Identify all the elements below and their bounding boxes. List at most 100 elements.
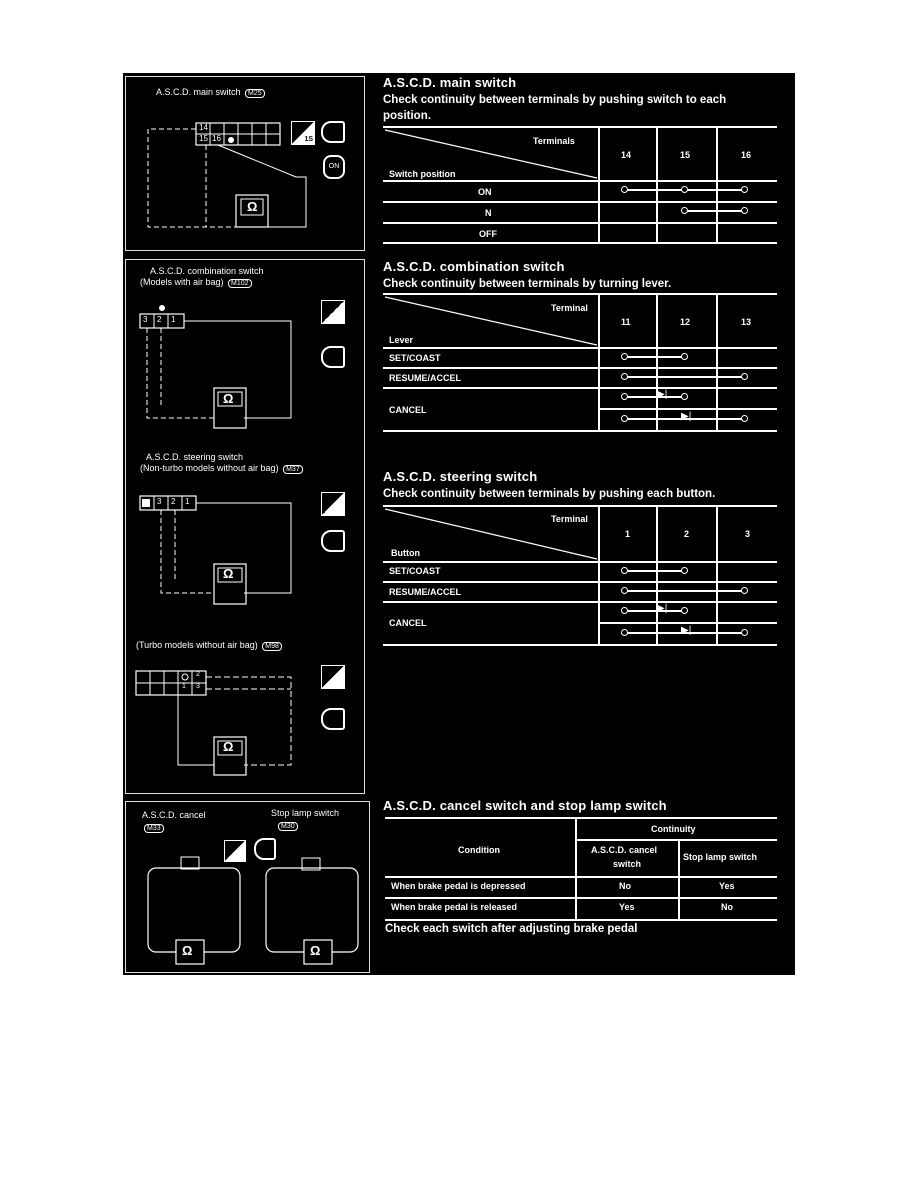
combination-connector-badge: M102 [228,279,252,288]
combination-steering-diagram: A.S.C.D. combination switch (Models with… [125,259,365,794]
main-switch-row-n: N [485,208,492,218]
cancel-stop-diagram: A.S.C.D. cancel M33 Stop lamp switch M30… [125,801,370,973]
steering-wiring [139,495,292,605]
steering-row-cancel: CANCEL [389,618,427,628]
combination-pin-2: 2 [157,315,162,324]
diode-icon: ▶| [681,625,692,636]
main-switch-diagram-title: A.S.C.D. main switch [156,87,241,97]
connector-disconnect-icon [321,530,345,552]
main-switch-row-off: OFF [479,229,497,239]
steering-row-resume: RESUME/ACCEL [389,587,462,597]
main-switch-instruction-2: position. [383,110,431,122]
cancel-col-condition: Condition [458,845,500,855]
steering-row-set: SET/COAST [389,566,441,576]
main-switch-connector-badge: M25 [245,89,265,98]
ohmmeter-icon: Ω [223,566,234,581]
main-switch-header-terminals: Terminals [533,136,575,146]
steering-header-button: Button [391,548,420,558]
combination-row-set: SET/COAST [389,353,441,363]
cancel-col-cancel-1: A.S.C.D. cancel [591,845,658,855]
main-switch-pin-15: 15 [199,134,208,143]
steering-heading: A.S.C.D. steering switch [383,469,538,484]
steering-header-terminal: Terminal [551,514,588,524]
main-switch-header-position: Switch position [389,169,456,179]
steering-pin-2: 2 [171,497,176,506]
stop-connector-badge: M30 [278,822,298,831]
cancel-col-stop: Stop lamp switch [683,852,758,862]
main-switch-pin-14: 14 [199,123,208,132]
steering-terminal-1: 1 [625,529,631,539]
cancel-row-2-condition: When brake pedal is released [391,902,518,912]
combination-row-cancel: CANCEL [389,405,427,415]
main-switch-terminal-14: 14 [621,150,632,160]
combination-diagram-sub: (Models with air bag) [140,277,224,287]
steering-terminal-2: 2 [684,529,690,539]
cancel-row-1-stop: Yes [719,881,735,891]
document-sheet: A.S.C.D. main switch M25 14 15 16 Ω 1S O… [123,73,795,975]
switch-on-icon: ON [323,155,345,179]
cancel-row-2-stop: No [721,902,733,912]
steering-instruction: Check continuity between terminals by pu… [383,488,716,500]
ohmmeter-icon: Ω [247,199,258,214]
turbo-pin-2: 2 [196,671,200,678]
main-switch-pin-16: 16 [212,134,221,143]
connector-disconnect-icon [321,346,345,368]
combination-instruction: Check continuity between terminals by tu… [383,278,672,290]
connector-disconnect-icon [321,708,345,730]
turbo-wiring [135,670,292,776]
steering-pin-3: 3 [157,497,162,506]
combination-terminal-12: 12 [680,317,691,327]
cancel-col-cancel-2: switch [613,859,642,869]
main-switch-terminal-16: 16 [741,150,752,160]
main-switch-terminal-15: 15 [680,150,691,160]
ohmmeter-icon: Ω [310,943,321,958]
stop-diagram-title: Stop lamp switch [271,808,340,818]
cancel-row-1-condition: When brake pedal is depressed [391,881,526,891]
main-switch-row-on: ON [478,187,492,197]
diode-icon: ▶| [681,411,692,422]
steering-pin-1: 1 [185,497,190,506]
combination-header-lever: Lever [389,335,414,345]
diode-icon: ▶| [657,389,668,400]
turbo-pin-1: 1 [182,683,186,690]
steering-diagram-title: A.S.C.D. steering switch [146,452,244,462]
ignition-off-icon [321,665,345,689]
main-switch-instruction-1: Check continuity between terminals by pu… [383,94,727,106]
combination-diagram-title: A.S.C.D. combination switch [150,266,264,276]
cancel-note: Check each switch after adjusting brake … [385,923,638,935]
ohmmeter-icon: Ω [223,391,234,406]
combination-heading: A.S.C.D. combination switch [383,259,565,274]
combination-pin-3: 3 [143,315,148,324]
combination-row-resume: RESUME/ACCEL [389,373,462,383]
turbo-diagram-sub: (Turbo models without air bag) [136,640,258,650]
cancel-stop-wiring [147,856,359,965]
steering-diagram-sub: (Non-turbo models without air bag) [140,463,279,473]
ignition-off-icon [321,300,345,324]
steering-terminal-3: 3 [745,529,751,539]
cancel-heading: A.S.C.D. cancel switch and stop lamp swi… [383,798,667,813]
turbo-pin-3: 3 [196,683,200,690]
diode-icon: ▶| [657,603,668,614]
combination-header-terminal: Terminal [551,303,588,313]
combination-pin-1: 1 [171,315,176,324]
ignition-off-icon [321,492,345,516]
combination-terminal-11: 11 [621,317,631,327]
connector-disconnect-icon [254,838,276,860]
ohmmeter-icon: Ω [182,943,193,958]
ohmmeter-icon: Ω [223,739,234,754]
main-switch-heading: A.S.C.D. main switch [383,75,517,90]
cancel-connector-badge: M33 [144,824,164,833]
cancel-row-2-cancel: Yes [619,902,635,912]
combination-terminal-13: 13 [741,317,752,327]
steering-connector-badge: M37 [283,465,303,474]
turbo-connector-badge: M98 [262,642,282,651]
ignition-off-icon: 1S [291,121,315,145]
connector-disconnect-icon [321,121,345,143]
cancel-row-1-cancel: No [619,881,631,891]
combination-wiring [139,305,292,429]
cancel-col-continuity: Continuity [651,824,696,834]
cancel-diagram-title: A.S.C.D. cancel [142,810,206,820]
ignition-off-icon [224,840,246,862]
main-switch-wiring [147,122,307,228]
main-switch-diagram: A.S.C.D. main switch M25 14 15 16 Ω 1S O… [125,76,365,251]
